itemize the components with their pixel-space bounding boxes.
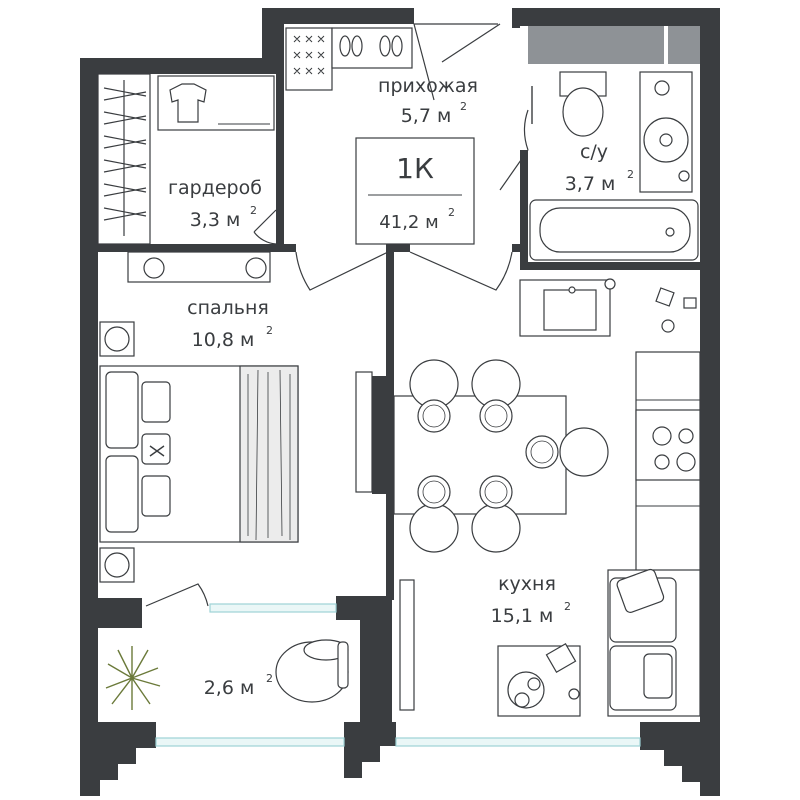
wardrobe-area: 3,3 м [190,209,241,231]
bathroom-area-exp: 2 [627,168,634,181]
hallway-furniture [285,27,475,245]
kitchen-area: 15,1 м [491,605,554,627]
doors [145,23,529,607]
bathroom-furniture [529,71,699,261]
plate-rim [422,404,446,428]
bedroom-name: спальня [187,297,269,319]
wardrobe-name: гардероб [168,177,262,199]
wardrobe-furniture [97,73,275,245]
walls [80,8,720,796]
plate-rim [422,480,446,504]
windows [155,603,641,747]
hallway-area-exp: 2 [460,100,467,113]
apartment-badge-frame [355,137,475,245]
dining-chairs [409,359,609,553]
balcony-furniture [105,639,349,710]
kitchen-furniture [355,278,701,717]
bedroom-area: 10,8 м [192,329,255,351]
apartment-total-area-exp: 2 [448,206,455,219]
dining-chair [471,503,521,553]
bedroom-area-exp: 2 [266,324,273,337]
balcony-area-exp: 2 [266,672,273,685]
plate-rim [484,480,508,504]
room-labels: прихожая 5,7 м 2 гардероб 3,3 м 2 с/у 3,… [168,75,634,699]
apartment-total-area: 41,2 м [379,212,438,233]
dining-chair [409,503,459,553]
kitchen-area-exp: 2 [564,600,571,613]
balcony-area: 2,6 м [204,677,255,699]
wardrobe-area-exp: 2 [250,204,257,217]
bedroom-furniture [99,251,299,583]
bathroom-area: 3,7 м [565,173,616,195]
hallway-name: прихожая [378,75,478,97]
hallway-area: 5,7 м [401,105,452,127]
apartment-type: 1К [396,152,434,185]
kitchen-name: кухня [498,573,556,595]
dining-chair [559,427,609,477]
plate-rim [484,404,508,428]
plate-rim [530,440,554,464]
bathroom-name: с/у [580,141,608,163]
